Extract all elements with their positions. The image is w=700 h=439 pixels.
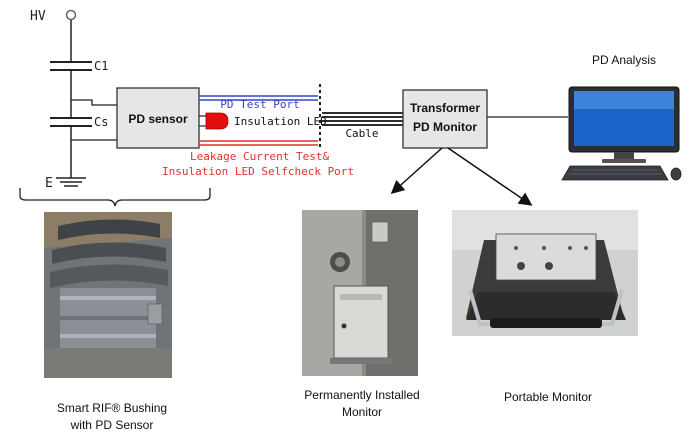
cs-capacitor — [50, 117, 92, 127]
bushing-photo — [44, 212, 172, 378]
installed-monitor-photo — [302, 210, 418, 376]
c1-label: C1 — [94, 59, 108, 73]
cs-label: Cs — [94, 115, 108, 129]
pd-sensor-box — [116, 87, 200, 149]
pd-sensor-label: PD sensor — [128, 112, 188, 126]
hv-label: HV — [30, 9, 46, 24]
leakage-port-label-line1: Leakage Current Test& — [190, 150, 329, 163]
portable-monitor-caption: Portable Monitor — [468, 389, 628, 406]
cable-label: Cable — [345, 127, 378, 140]
sensor-wires — [71, 99, 117, 141]
installed-caption-line2: Monitor — [341, 405, 382, 419]
ground-label: E — [45, 176, 53, 191]
monitor-label-line1: Transformer — [410, 101, 480, 115]
c1-capacitor — [50, 61, 92, 71]
bushing-caption-line1: Smart RIF® Bushing — [56, 401, 168, 415]
ground-symbol — [56, 177, 86, 187]
cable-bundle — [322, 112, 403, 126]
leakage-port-label-line2: Insulation LED Selfcheck Port — [162, 165, 354, 178]
pd-analysis-label: PD Analysis — [592, 53, 656, 67]
leakage-port-lines — [199, 140, 318, 146]
arrow-to-installed-monitor — [390, 147, 443, 195]
bushing-caption: Smart RIF® Bushing with PD Sensor — [32, 400, 192, 434]
transformer-pd-monitor-box — [402, 89, 488, 149]
portable-caption-text: Portable Monitor — [503, 390, 593, 404]
insulation-led-icon — [205, 112, 229, 130]
insulation-led-lines — [199, 115, 206, 127]
pd-test-port-lines — [199, 95, 318, 101]
hv-terminal — [65, 9, 77, 21]
installed-monitor-caption: Permanently Installed Monitor — [282, 387, 442, 421]
bushing-brace — [19, 188, 211, 207]
insulation-led-label: Insulation LED — [234, 115, 327, 128]
bushing-caption-line2: with PD Sensor — [70, 418, 154, 432]
pd-test-port-label: PD Test Port — [220, 98, 299, 111]
arrow-to-portable-monitor — [447, 147, 533, 206]
computer-icon — [561, 86, 682, 181]
installed-caption-line1: Permanently Installed — [304, 388, 420, 402]
portable-monitor-photo — [452, 210, 638, 336]
monitor-label-line2: PD Monitor — [413, 120, 477, 134]
